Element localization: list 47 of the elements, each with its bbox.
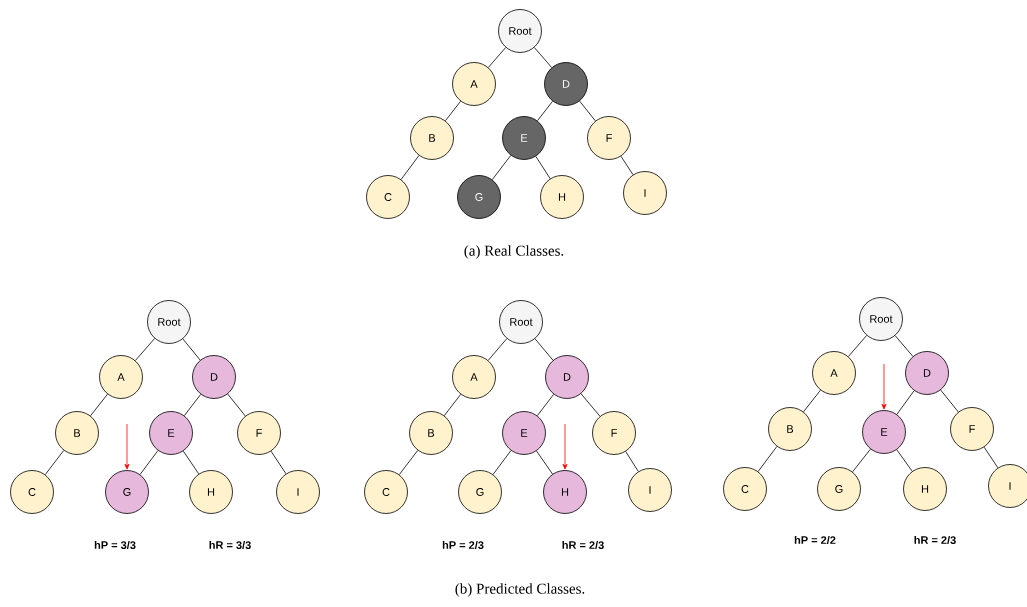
tree-edge — [896, 449, 913, 472]
metric-label: hP = 3/3 — [94, 540, 136, 550]
tree-edge — [852, 448, 871, 473]
tree-edge — [537, 100, 553, 122]
tree-edge — [487, 47, 507, 68]
caption-text: (a) Real Classes. — [464, 245, 564, 259]
tree-edge — [534, 338, 554, 361]
tree-edge — [139, 450, 159, 475]
arrow — [562, 423, 568, 470]
arrow — [881, 363, 887, 410]
tree-edge — [400, 155, 420, 180]
tree-edge — [579, 100, 596, 122]
tree-edge — [620, 155, 634, 176]
tree-edge — [894, 335, 914, 357]
arrow — [124, 423, 130, 470]
tree-edge — [44, 450, 65, 475]
tree-edge — [487, 338, 508, 361]
tree-edge — [90, 393, 108, 417]
tree-edge — [536, 393, 555, 417]
tree-edge — [491, 155, 512, 180]
tree-edge — [535, 156, 551, 179]
metric-label: hP = 2/2 — [794, 535, 836, 545]
tree-edge — [625, 451, 639, 472]
tree-edge — [443, 393, 462, 417]
tree-edge — [445, 100, 461, 122]
tree-edge — [492, 450, 512, 475]
tree-edge — [533, 47, 553, 68]
metric-label: hR = 2/3 — [914, 535, 956, 545]
tree-edge — [940, 389, 959, 413]
tree-edge — [803, 389, 821, 413]
tree-edge — [182, 338, 201, 361]
metric-label: hP = 2/3 — [442, 540, 484, 550]
tree-edge — [135, 338, 155, 361]
tree-edge — [398, 450, 419, 475]
tree-edge — [227, 393, 246, 417]
tree-edge — [183, 393, 202, 417]
metric-label: hR = 2/3 — [562, 540, 604, 550]
tree-edge — [536, 450, 553, 475]
tree-edge — [757, 446, 778, 472]
tree-edge — [983, 446, 999, 469]
metric-label: hR = 3/3 — [209, 540, 251, 550]
caption-text: (b) Predicted Classes. — [455, 583, 585, 597]
tree-edge — [896, 390, 915, 415]
tree-edge — [580, 393, 601, 417]
tree-edge — [182, 450, 200, 475]
tree-edge — [848, 335, 868, 357]
tree-edge — [270, 450, 287, 475]
